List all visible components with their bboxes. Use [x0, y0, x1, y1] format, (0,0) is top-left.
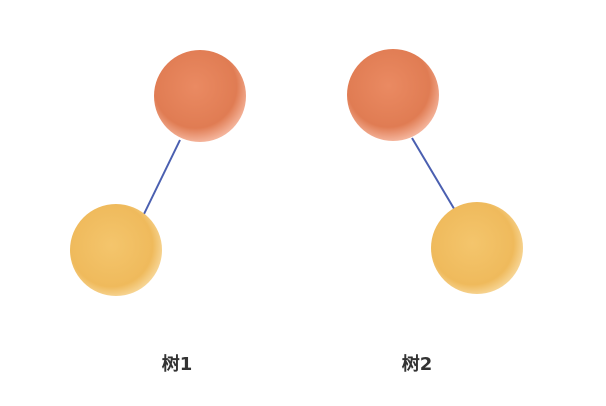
tree-2-edge — [411, 137, 457, 213]
tree-2-label: 树2 — [401, 354, 433, 375]
tree-2 — [347, 49, 523, 294]
tree-1 — [70, 50, 246, 296]
tree-2-root-node — [347, 49, 439, 141]
tree-1-edge — [143, 139, 181, 215]
tree-1-root-node — [154, 50, 246, 142]
tree-1-child-node — [70, 204, 162, 296]
tree-1-label: 树1 — [161, 354, 193, 375]
tree-2-child-node — [431, 202, 523, 294]
